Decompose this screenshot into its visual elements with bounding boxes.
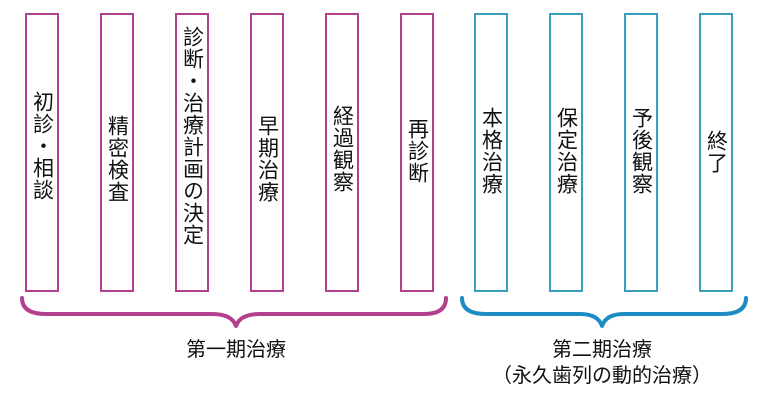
phase2-step-retention: 保定治療 [549,13,583,292]
step-label: 経過観察 [330,105,355,193]
phase1-brace [20,296,448,328]
phase1-step-rediagnosis: 再診断 [400,13,434,292]
step-label: 精密検査 [105,115,130,203]
step-label: 予後観察 [629,107,654,195]
step-label: 再診断 [405,118,430,184]
phase1-step-diagnosis: 診断・治療計画の決定 [175,13,209,292]
phase1-step-early-treatment: 早期治療 [250,13,284,292]
step-label: 早期治療 [255,115,280,203]
phase2-step-full-treatment: 本格治療 [474,13,508,292]
phase1-step-observation: 経過観察 [325,13,359,292]
step-label: 初診・相談 [30,91,55,201]
phase1-step-consultation: 初診・相談 [25,13,59,292]
phase2-subtitle: （永久歯列の動的治療） [492,363,712,387]
phase1-title: 第一期治療 [186,337,286,361]
phase2-title: 第二期治療 [552,337,652,361]
step-label: 終了 [704,130,729,174]
phase-braces [20,296,748,328]
phase2-brace [460,296,748,328]
phase1-step-examination: 精密検査 [100,13,134,292]
step-label: 診断・治療計画の決定 [180,26,205,246]
phase2-step-prognosis: 予後観察 [624,13,658,292]
step-label: 本格治療 [479,107,504,195]
phase2-step-end: 終了 [699,13,733,292]
step-label: 保定治療 [554,107,579,195]
